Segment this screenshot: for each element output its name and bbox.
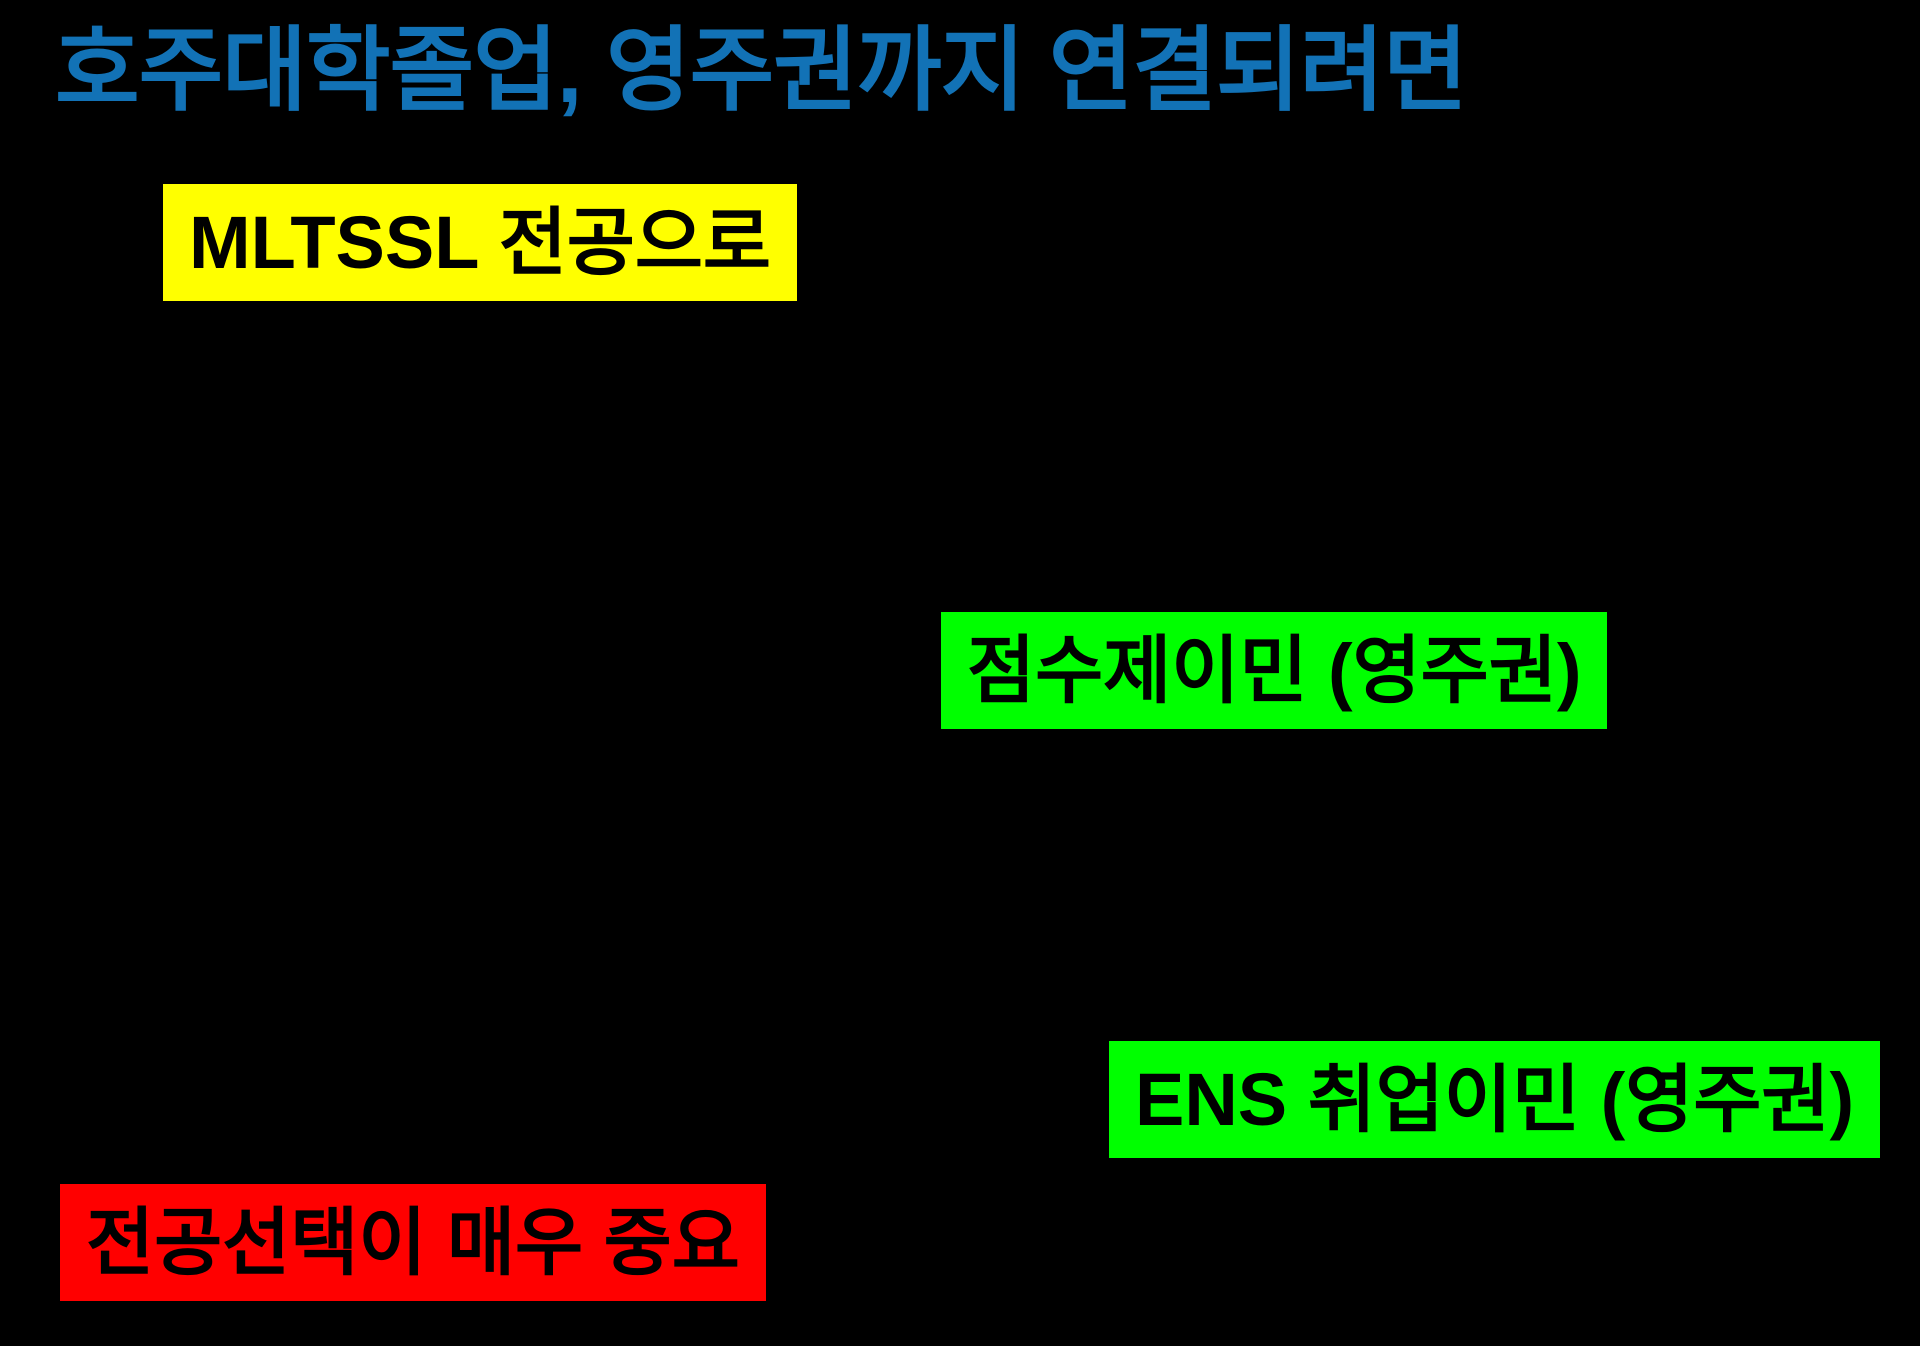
highlight-mltssl-major: MLTSSL 전공으로 bbox=[163, 184, 798, 301]
highlight-points-migration-pr: 점수제이민 (영주권) bbox=[941, 612, 1608, 729]
highlight-ens-employment-pr: ENS 취업이민 (영주권) bbox=[1109, 1041, 1881, 1158]
highlight-major-choice-important: 전공선택이 매우 중요 bbox=[60, 1184, 766, 1301]
slide-title: 호주대학졸업, 영주권까지 연결되려면 bbox=[55, 20, 1468, 122]
